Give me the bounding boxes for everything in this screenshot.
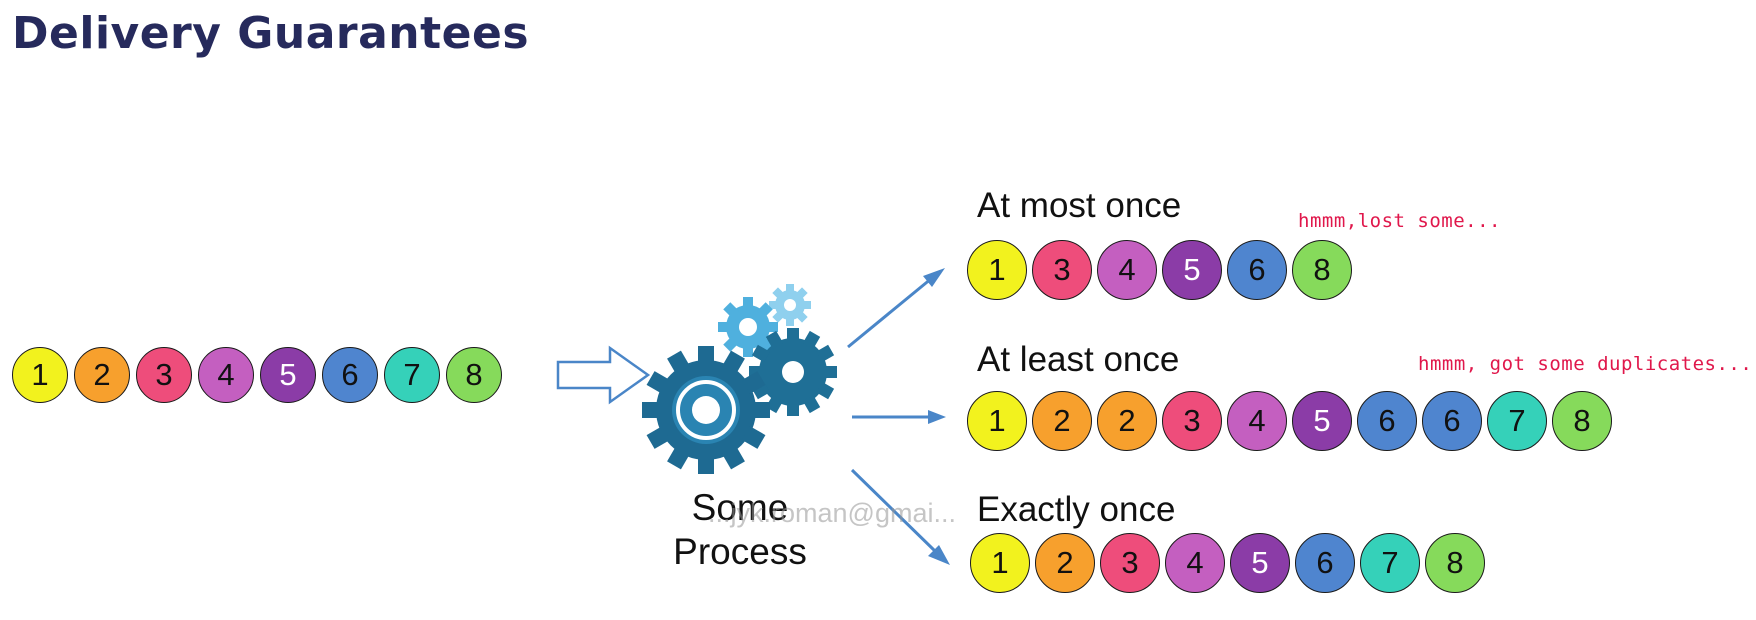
message-ball-6: 6 bbox=[1357, 391, 1417, 451]
arrow-icon-at-most-once bbox=[847, 268, 945, 349]
arrow-icon-exactly-once bbox=[850, 468, 950, 565]
message-ball-2: 2 bbox=[1097, 391, 1157, 451]
label-at-most-once: At most once bbox=[977, 186, 1182, 225]
message-ball-2: 2 bbox=[1032, 391, 1092, 451]
message-ball-8: 8 bbox=[1292, 240, 1352, 300]
message-ball-6: 6 bbox=[1422, 391, 1482, 451]
message-ball-3: 3 bbox=[1100, 533, 1160, 593]
page-title: Delivery Guarantees bbox=[12, 8, 530, 59]
message-ball-5: 5 bbox=[1292, 391, 1352, 451]
message-ball-7: 7 bbox=[384, 347, 440, 403]
label-exactly-once: Exactly once bbox=[977, 490, 1176, 529]
label-at-least-once: At least once bbox=[977, 340, 1180, 379]
message-ball-8: 8 bbox=[1425, 533, 1485, 593]
message-ball-2: 2 bbox=[74, 347, 130, 403]
message-ball-8: 8 bbox=[446, 347, 502, 403]
message-ball-6: 6 bbox=[1227, 240, 1287, 300]
message-ball-4: 4 bbox=[1227, 391, 1287, 451]
message-ball-4: 4 bbox=[1097, 240, 1157, 300]
message-ball-3: 3 bbox=[1032, 240, 1092, 300]
message-ball-1: 1 bbox=[12, 347, 68, 403]
note-at-most-once: hmmm,lost some... bbox=[1298, 210, 1501, 232]
message-ball-7: 7 bbox=[1360, 533, 1420, 593]
gears-icon bbox=[642, 284, 837, 474]
message-ball-6: 6 bbox=[1295, 533, 1355, 593]
watermark: ...jyk.roman@gmai... bbox=[708, 498, 956, 528]
message-ball-8: 8 bbox=[1552, 391, 1612, 451]
message-ball-4: 4 bbox=[198, 347, 254, 403]
process-label-line1: Some bbox=[691, 487, 789, 528]
message-ball-5: 5 bbox=[1162, 240, 1222, 300]
message-ball-6: 6 bbox=[322, 347, 378, 403]
message-ball-7: 7 bbox=[1487, 391, 1547, 451]
hollow-right-arrow-icon bbox=[556, 345, 651, 405]
note-at-least-once: hmmm, got some duplicates... bbox=[1418, 353, 1753, 375]
message-ball-2: 2 bbox=[1035, 533, 1095, 593]
message-ball-5: 5 bbox=[260, 347, 316, 403]
message-ball-3: 3 bbox=[136, 347, 192, 403]
message-ball-1: 1 bbox=[967, 240, 1027, 300]
message-ball-1: 1 bbox=[970, 533, 1030, 593]
process-label-line2: Process bbox=[673, 531, 807, 572]
message-ball-3: 3 bbox=[1162, 391, 1222, 451]
message-ball-1: 1 bbox=[967, 391, 1027, 451]
message-ball-4: 4 bbox=[1165, 533, 1225, 593]
message-ball-5: 5 bbox=[1230, 533, 1290, 593]
arrow-icon-at-least-once bbox=[852, 410, 946, 424]
process-label: Some Process bbox=[630, 486, 850, 574]
